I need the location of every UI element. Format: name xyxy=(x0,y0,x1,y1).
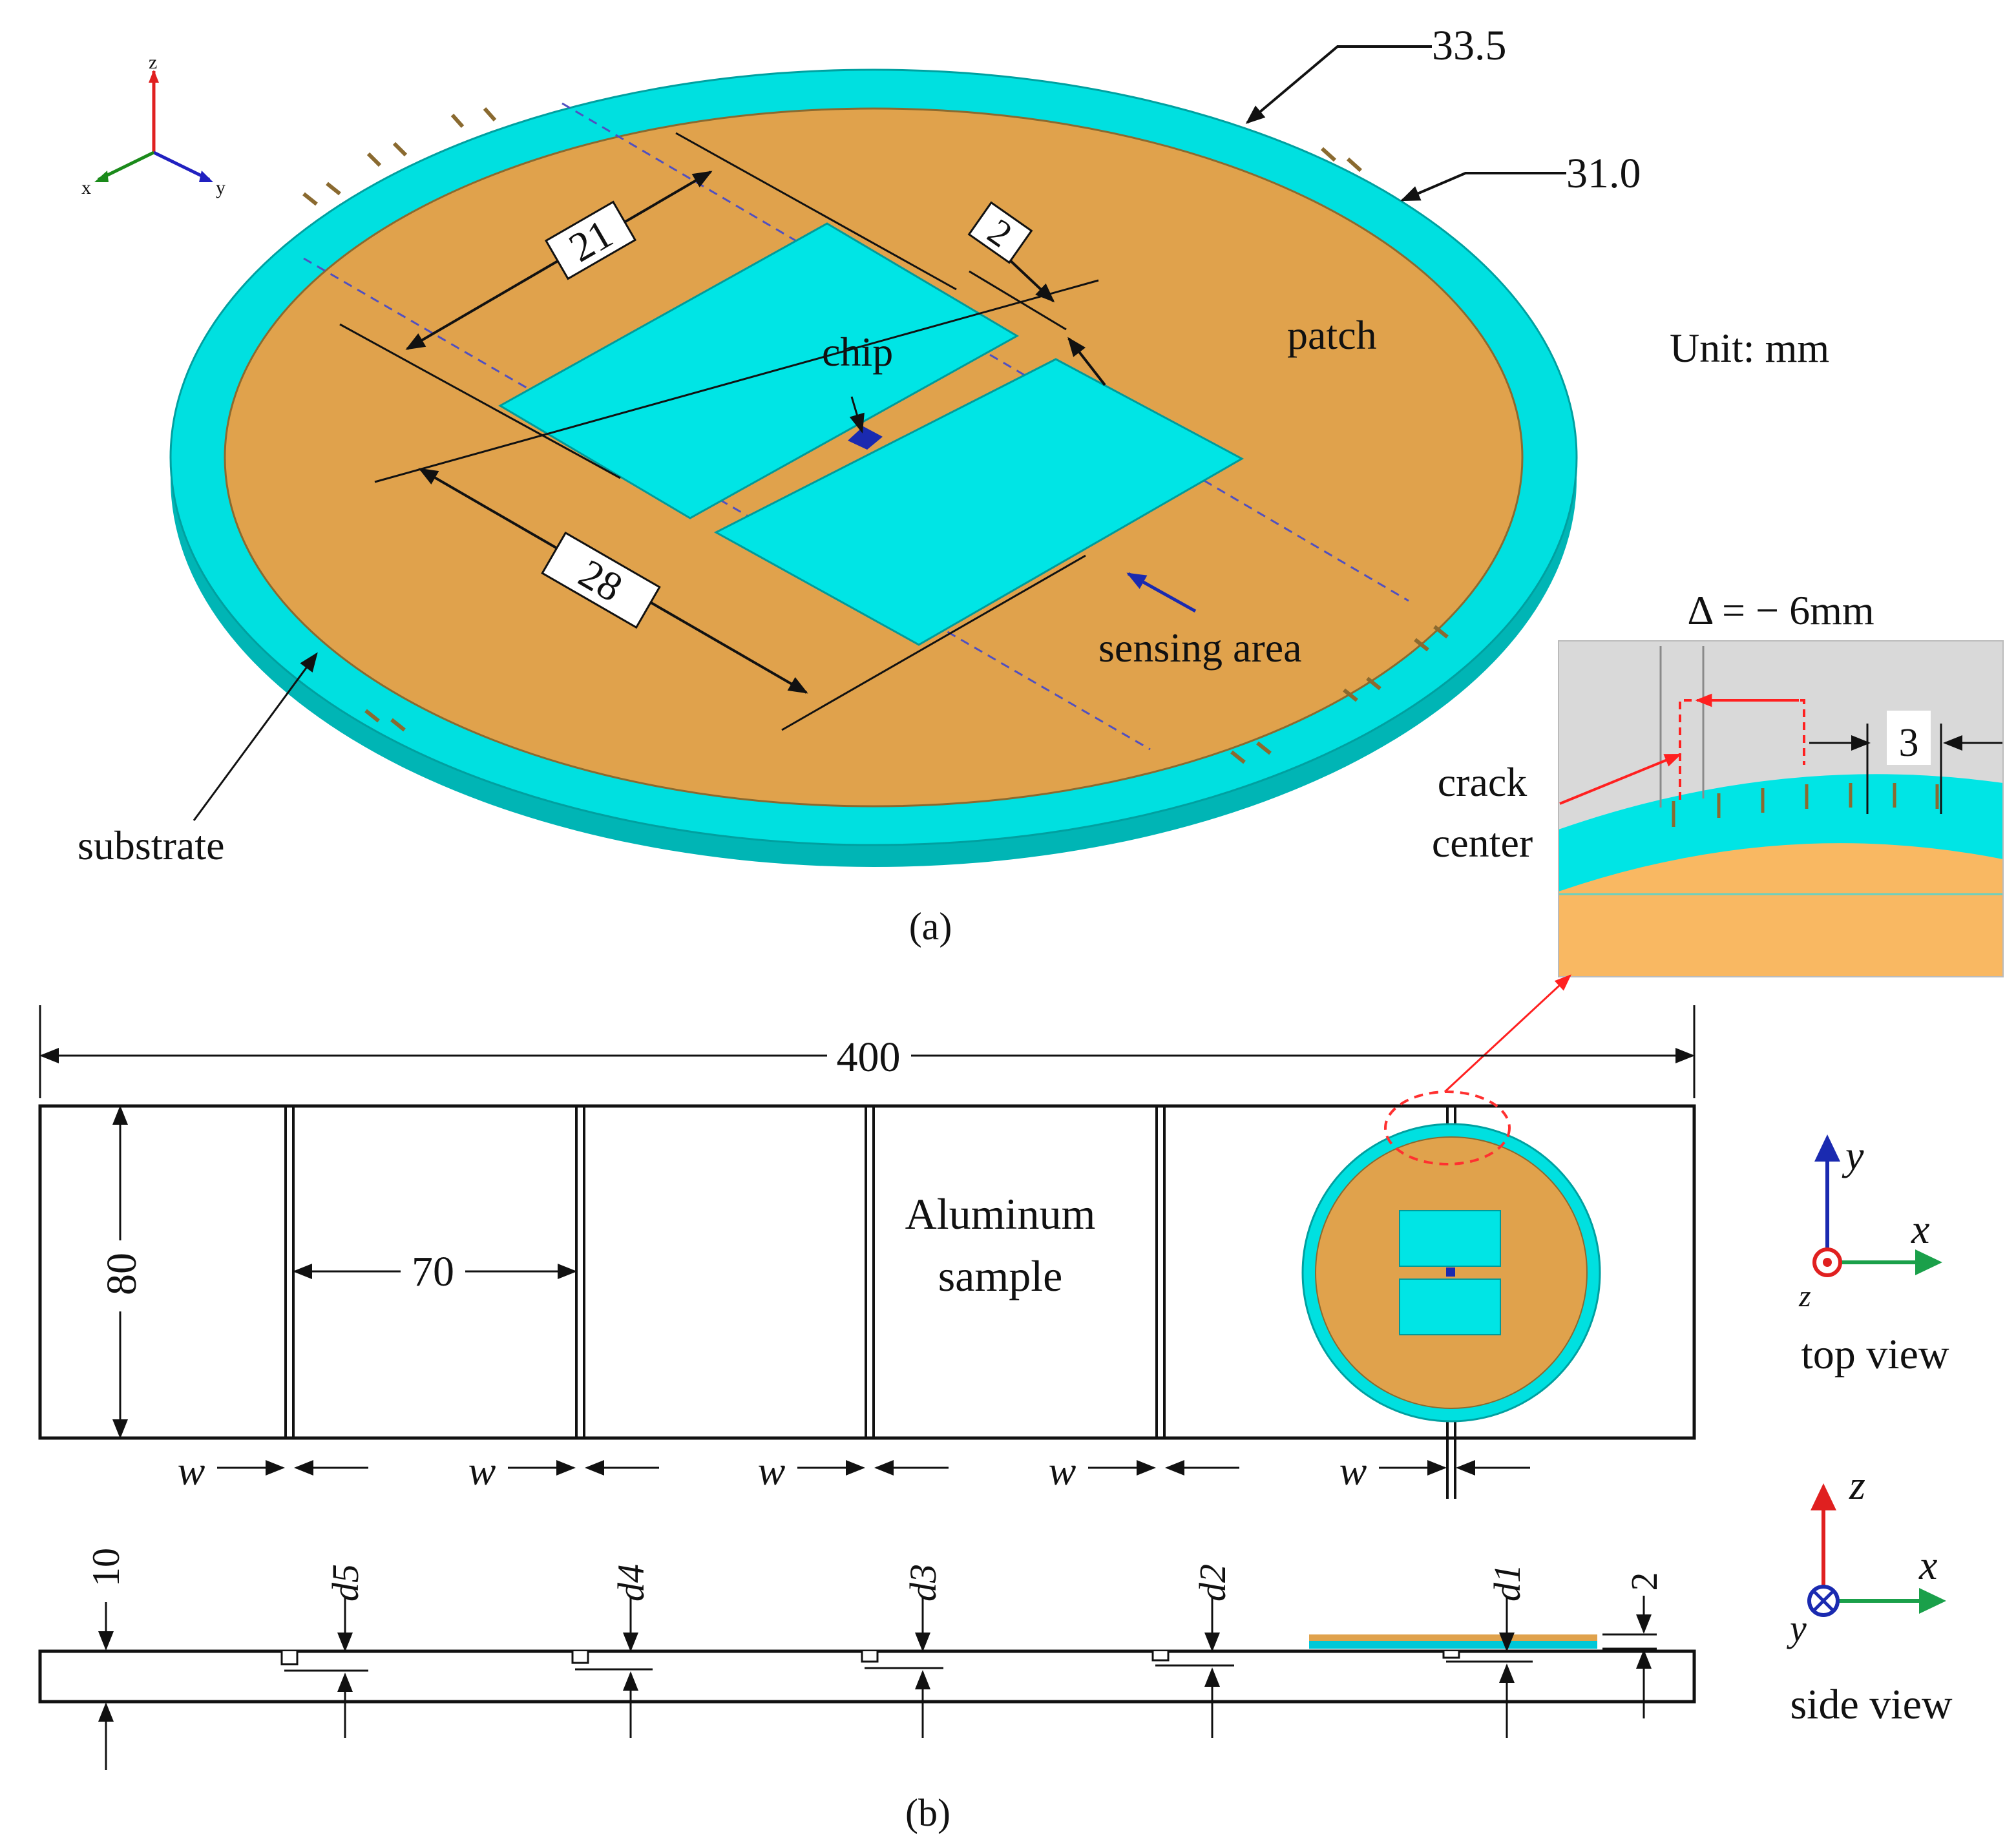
label-substrate: substrate xyxy=(78,822,225,868)
ring-notches xyxy=(302,107,1449,764)
xyz-axis-icon: z y x xyxy=(81,52,226,198)
label-crack: crack xyxy=(1438,759,1528,805)
label-sensing-area: sensing area xyxy=(1098,625,1302,671)
slit-label-w-4: w xyxy=(468,1448,496,1494)
chip xyxy=(848,426,883,450)
depth-label-d3: d3 xyxy=(902,1564,944,1602)
panel-b-top-view: 400 80 70 Aluminum sample xyxy=(38,1005,1949,1499)
sensor-side-patch xyxy=(1309,1634,1597,1641)
slit-label-w-1: w xyxy=(1339,1448,1367,1494)
label-sample: sample xyxy=(938,1251,1063,1300)
inset-crack-detail: 3 Δ = − 6mm crack center xyxy=(1432,587,2004,1093)
side-view-caption: side view xyxy=(1790,1681,1952,1728)
side-notches xyxy=(280,1651,1460,1665)
dim-label-70: 70 xyxy=(412,1248,454,1295)
panel-a: 21 28 2 33.5 31.0 patch chip sensing are… xyxy=(78,22,1829,948)
panel-b-side-view: d5 d4 d3 d2 d1 10 2 z x y side view xyxy=(38,1462,1953,1834)
label-aluminum: Aluminum xyxy=(905,1189,1096,1238)
top-axis-y: y xyxy=(1842,1132,1864,1178)
sensor-side-substrate xyxy=(1309,1641,1597,1649)
caption-a: (a) xyxy=(909,905,952,948)
sensor-pad-top-lower xyxy=(1399,1278,1501,1335)
sensor-chip-top xyxy=(1446,1268,1455,1277)
dim-box-2: 2 xyxy=(967,201,1033,264)
sensing-area-arrow xyxy=(1126,572,1197,613)
dim-label-33-5: 33.5 xyxy=(1432,22,1507,69)
dim-label-400: 400 xyxy=(837,1034,901,1081)
dim-label-2-side: 2 xyxy=(1623,1572,1665,1591)
depth-label-d5: d5 xyxy=(324,1564,366,1602)
sensor-pad-top-upper xyxy=(1399,1210,1501,1267)
sensing-pad-lower xyxy=(713,358,1244,646)
label-chip: chip xyxy=(822,329,893,375)
slit-label-w-2: w xyxy=(1049,1448,1076,1494)
w-dimensions: w w w w w xyxy=(178,1448,1530,1494)
depth-dimensions: d5 d4 d3 d2 d1 xyxy=(284,1564,1533,1738)
side-axis-z: z xyxy=(1849,1462,1865,1508)
inset-patch xyxy=(1559,843,2003,977)
depth-label-d2: d2 xyxy=(1192,1564,1234,1602)
label-unit: Unit: mm xyxy=(1670,325,1829,371)
slit-label-w-3: w xyxy=(758,1448,786,1494)
caption-b: (b) xyxy=(905,1791,950,1834)
side-axis-x: x xyxy=(1918,1542,1937,1588)
inset-delta-label: Δ = − 6mm xyxy=(1687,587,1874,633)
dim-label-80: 80 xyxy=(98,1253,145,1295)
slit-label-w-5: w xyxy=(178,1448,205,1494)
crack-highlight xyxy=(1384,1090,1511,1165)
top-view-caption: top view xyxy=(1801,1331,1949,1378)
side-axis-y: y xyxy=(1787,1607,1807,1649)
label-patch: patch xyxy=(1287,312,1377,358)
slits xyxy=(284,1106,1456,1499)
top-view-axes: y x z top view xyxy=(1798,1132,1949,1378)
dim-label-31-0: 31.0 xyxy=(1566,150,1641,197)
axis-icon-y: y xyxy=(216,177,226,198)
depth-label-d4: d4 xyxy=(610,1564,652,1602)
axis-icon-x: x xyxy=(81,177,91,198)
inset-dim-3: 3 xyxy=(1899,721,1919,765)
dim-label-10: 10 xyxy=(85,1548,127,1587)
top-axis-x: x xyxy=(1911,1206,1929,1252)
side-view-axes: z x y side view xyxy=(1787,1462,1953,1728)
label-center: center xyxy=(1432,820,1533,866)
depth-label-d1: d1 xyxy=(1486,1564,1528,1602)
axis-icon-z: z xyxy=(149,52,157,73)
top-axis-z: z xyxy=(1798,1279,1811,1313)
